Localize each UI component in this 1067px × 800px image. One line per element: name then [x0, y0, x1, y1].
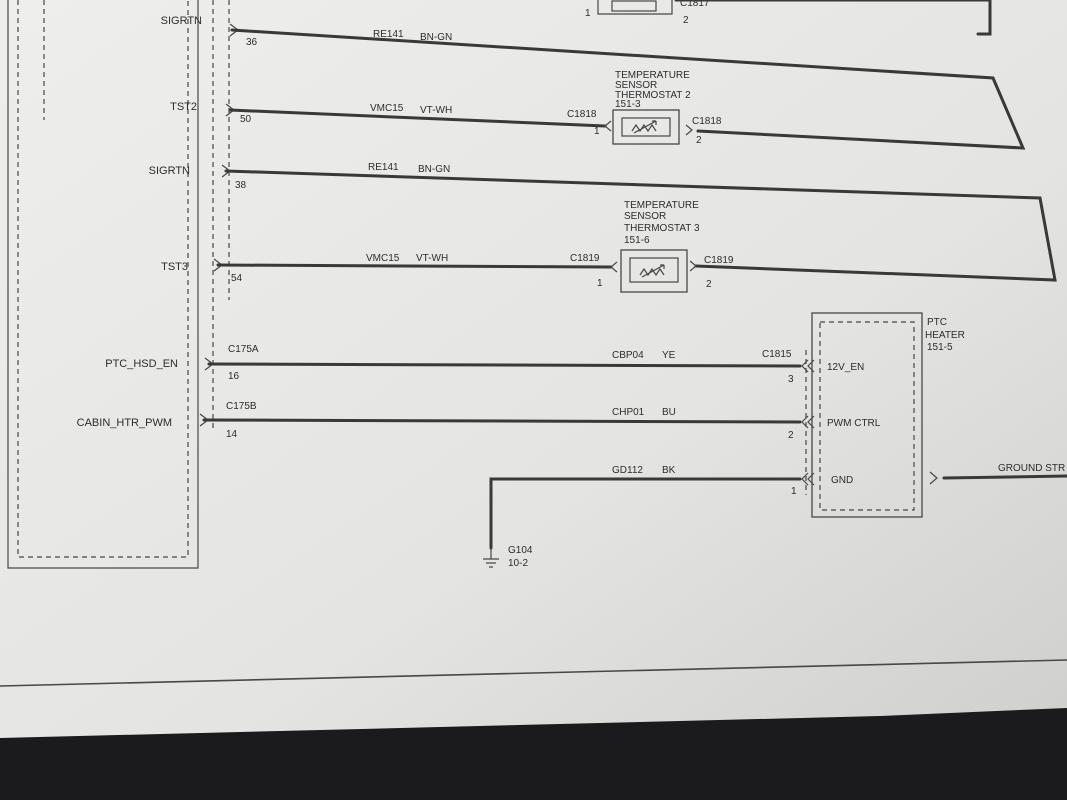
sensor3-title-2: SENSOR: [624, 211, 666, 222]
pin-name-tst2: TST2: [170, 101, 197, 113]
sensor2-left-arrow: [604, 120, 612, 132]
heater-pin-number-2: 2: [788, 430, 794, 441]
heater-pin-arrow-3b: [807, 472, 815, 486]
top-return-wire: [674, 0, 992, 36]
pin-number-50: 50: [240, 114, 252, 125]
sensor2-title-4: 151-3: [615, 99, 641, 110]
ground-ref: 10-2: [508, 558, 528, 569]
sensor2-element: [621, 117, 671, 137]
wire-sigrtn-1: [230, 28, 1026, 150]
heater-title-2: HEATER: [925, 330, 965, 341]
pin-name-cabin-htr-pwm: CABIN_HTR_PWM: [77, 417, 172, 429]
wire-sigrtn-2: [224, 169, 1057, 282]
sensor2-title-3: THERMOSTAT 2: [615, 90, 691, 101]
pin-name-ptc-hsd-en: PTC_HSD_EN: [105, 358, 178, 370]
sensor-top-element: [611, 0, 657, 12]
heater-title-3: 151-5: [927, 342, 953, 353]
pin-name-sigrtn-2: SIGRTN: [149, 165, 190, 177]
heater-output-label: GROUND STR: [998, 463, 1065, 474]
color-sigrtn-1: BN-GN: [420, 32, 452, 43]
heater-pin-arrow-2: [801, 415, 809, 429]
color-sigrtn-2: BN-GN: [418, 164, 450, 175]
color-ptc-hsd-en: YE: [662, 350, 676, 361]
sensor3-title-3: THERMOSTAT 3: [624, 223, 700, 234]
wire-cabin-htr-pwm: [202, 418, 802, 424]
sensor2-right-arrow: [685, 124, 693, 136]
circuit-tst2: VMC15: [370, 103, 404, 114]
heater-pin-label-gnd: GND: [831, 475, 853, 486]
sensor2-title-1: TEMPERATURE: [615, 70, 690, 81]
sensor-top-connector: C1817: [680, 0, 710, 9]
pin-name-sigrtn-1: SIGRTN: [161, 15, 202, 27]
sensor-top-pin-left: 1: [585, 8, 591, 19]
sensor3-left-connector: C1819: [570, 253, 600, 264]
circuit-sigrtn-1: RE141: [373, 29, 404, 40]
sensor3-title-1: TEMPERATURE: [624, 200, 699, 211]
wire-tst3: [216, 263, 613, 269]
sensor2-body: [612, 109, 680, 145]
sensor2-title-2: SENSOR: [615, 80, 657, 91]
sensor2-right-pin: 2: [696, 135, 702, 146]
sensor-top-stub: [597, 0, 673, 15]
pin-name-tst3: TST3: [161, 261, 188, 273]
page-bottom-rule: [0, 659, 1067, 687]
heater-connector: C1815: [762, 349, 792, 360]
color-tst2: VT-WH: [420, 105, 452, 116]
sensor3-right-pin: 2: [706, 279, 712, 290]
heater-pin-number-1: 1: [791, 486, 797, 497]
pin-number-16: 16: [228, 371, 240, 382]
sensor2-right-connector: C1818: [692, 116, 722, 127]
wire-ground: [489, 477, 802, 550]
heater-pin-label-12v-en: 12V_EN: [827, 362, 864, 373]
sensor3-body: [620, 249, 688, 293]
sensor3-element: [629, 257, 679, 283]
circuit-tst3: VMC15: [366, 253, 400, 264]
color-tst3: VT-WH: [416, 253, 448, 264]
pin-number-36: 36: [246, 37, 258, 48]
pin-number-38: 38: [235, 180, 247, 191]
heater-output-wire: [942, 474, 1067, 480]
sensor3-title-4: 151-6: [624, 235, 650, 246]
heater-dashed-outline: [819, 321, 915, 511]
heater-title-1: PTC: [927, 317, 947, 328]
circuit-ptc-hsd-en: CBP04: [612, 350, 644, 361]
heater-body: [811, 312, 923, 518]
pin-number-14: 14: [226, 429, 238, 440]
ground-name: G104: [508, 545, 533, 556]
heater-pin-arrow-2b: [807, 415, 815, 429]
connector-c175b: C175B: [226, 401, 257, 412]
module-dashed-outline: [17, 0, 189, 558]
sensor3-right-connector: C1819: [704, 255, 734, 266]
circuit-ground: GD112: [612, 465, 643, 476]
color-ground: BK: [662, 465, 676, 476]
circuit-sigrtn-2: RE141: [368, 162, 399, 173]
sensor2-left-pin: 1: [594, 126, 600, 137]
sensor3-left-pin: 1: [597, 278, 603, 289]
sensor3-left-arrow: [610, 261, 618, 273]
heater-pin-arrow-1: [801, 359, 809, 373]
heater-pin-arrow-3: [801, 472, 809, 486]
sensor3-thermistor-icon: [639, 264, 665, 278]
heater-pin-label-pwm-ctrl: PWM CTRL: [827, 418, 881, 429]
paper-sheet: [0, 0, 1067, 738]
sensor3-right-arrow: [689, 260, 697, 272]
pin-number-54: 54: [231, 273, 243, 284]
circuit-cabin-htr-pwm: CHP01: [612, 407, 645, 418]
sensor-top-pin-right: 2: [683, 15, 689, 26]
wire-tst2: [228, 108, 607, 128]
sensor2-left-connector: C1818: [567, 109, 597, 120]
module-outline: [7, 0, 199, 569]
color-cabin-htr-pwm: BU: [662, 407, 676, 418]
sensor2-thermistor-icon: [631, 120, 657, 134]
connector-c175a: C175A: [228, 344, 259, 355]
wire-ptc-hsd-en: [207, 362, 802, 368]
heater-output-arrow: [929, 471, 938, 485]
heater-pin-number-3: 3: [788, 374, 794, 385]
heater-pin-arrow-1b: [807, 359, 815, 373]
ground-symbol-icon: [483, 548, 499, 568]
